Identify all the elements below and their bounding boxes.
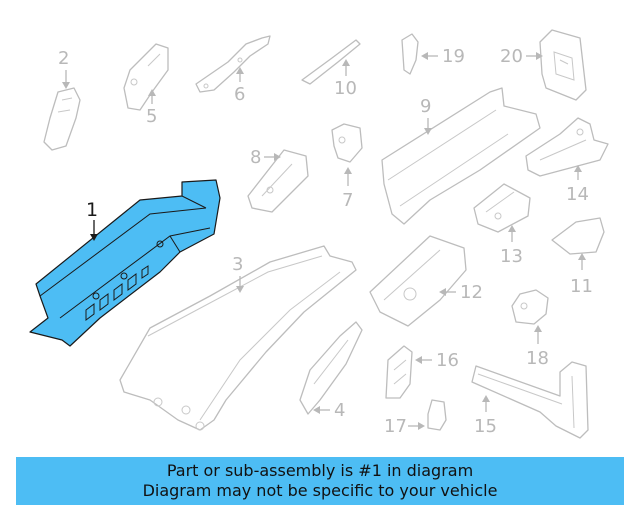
callout-4: 4 (334, 400, 345, 421)
callout-6: 6 (234, 84, 245, 105)
arrow-17 (418, 422, 425, 430)
arrow-19 (421, 52, 428, 60)
arrow-18 (534, 325, 542, 332)
callout-16: 16 (436, 350, 459, 371)
part-12[interactable] (369, 235, 467, 327)
arrow-7 (344, 167, 352, 174)
callout-3: 3 (232, 254, 243, 275)
callout-19: 19 (442, 46, 465, 67)
part-14[interactable] (525, 117, 609, 177)
part-1-highlighted[interactable] (29, 179, 221, 347)
callout-20: 20 (500, 46, 523, 67)
arrow-2 (62, 82, 70, 89)
part-4[interactable] (299, 321, 363, 415)
part-8[interactable] (247, 149, 309, 213)
part-9[interactable] (381, 87, 541, 225)
part-15[interactable] (471, 361, 589, 439)
arrow-10 (342, 59, 350, 66)
banner-line-2: Diagram may not be specific to your vehi… (142, 481, 498, 500)
banner-line-1: Part or sub-assembly is #1 in diagram (166, 461, 474, 480)
arrow-20 (536, 52, 543, 60)
arrow-5 (148, 89, 156, 96)
callout-7: 7 (342, 190, 353, 211)
arrow-3 (236, 286, 244, 293)
callout-10: 10 (334, 78, 357, 99)
part-19[interactable] (401, 33, 419, 75)
arrow-15 (482, 395, 490, 402)
part-2[interactable] (43, 87, 81, 151)
callout-13: 13 (500, 246, 523, 267)
callout-15: 15 (474, 416, 497, 437)
part-13[interactable] (473, 183, 531, 233)
part-6[interactable] (195, 35, 271, 93)
part-5[interactable] (123, 43, 169, 111)
part-7[interactable] (331, 123, 363, 163)
callout-17: 17 (384, 416, 407, 437)
callout-12: 12 (460, 282, 483, 303)
callout-9: 9 (420, 96, 431, 117)
arrow-9 (424, 128, 432, 135)
callout-8: 8 (250, 147, 261, 168)
info-banner: Part or sub-assembly is #1 in diagram Di… (16, 457, 624, 505)
arrow-13 (508, 225, 516, 232)
callout-2: 2 (58, 48, 69, 69)
part-18[interactable] (511, 289, 549, 325)
arrow-6 (236, 67, 244, 74)
callout-18: 18 (526, 348, 549, 369)
arrow-14 (574, 165, 582, 172)
part-20[interactable] (539, 29, 587, 101)
callout-14: 14 (566, 184, 589, 205)
callout-11: 11 (570, 276, 593, 297)
part-17[interactable] (427, 399, 447, 431)
callout-1: 1 (86, 199, 98, 221)
arrow-11 (578, 253, 586, 260)
part-11[interactable] (551, 217, 605, 255)
part-10[interactable] (301, 39, 361, 85)
arrow-8 (274, 153, 281, 161)
arrow-4 (313, 406, 320, 414)
arrow-16 (415, 356, 422, 364)
callout-5: 5 (146, 106, 157, 127)
part-16[interactable] (385, 345, 413, 399)
arrow-1 (90, 234, 98, 241)
arrow-12 (439, 288, 446, 296)
